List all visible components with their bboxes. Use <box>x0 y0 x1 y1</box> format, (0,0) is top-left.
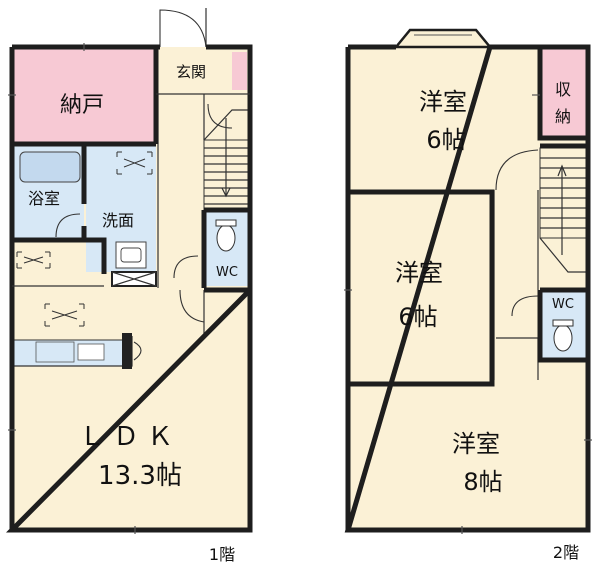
floor-2-title: 2階 <box>553 543 579 562</box>
washroom-label: 洗面 <box>102 211 134 230</box>
toilet-2f-label: WC <box>552 297 574 312</box>
room-top-label: 洋室 <box>419 88 467 116</box>
walls-1f <box>5 44 253 533</box>
window-marks-1f <box>8 43 136 534</box>
washbasin <box>115 241 147 269</box>
toilet-bowl-1f <box>216 224 236 252</box>
kitchen-sink <box>77 343 105 361</box>
room-mid-size: 6帖 <box>398 303 437 331</box>
toilet-bowl-2f <box>553 324 573 352</box>
floor-1-title: 1階 <box>209 545 235 564</box>
walls-2f <box>344 44 591 533</box>
fan-icon <box>16 151 153 327</box>
floor-2: 洋室 6帖 収 納 洋室 6帖 洋室 8帖 WC 2階 <box>344 28 592 562</box>
stairs-1f <box>203 109 249 211</box>
closet-label-2: 納 <box>555 107 571 126</box>
bay-window <box>393 28 493 49</box>
closet <box>540 49 586 138</box>
toilet-1f-label: WC <box>216 265 238 280</box>
entrance-door <box>159 9 207 48</box>
floor-1: 納戸 玄関 浴室 洗面 WC ＬＤＫ 13.3帖 1階 <box>5 8 253 564</box>
window-marks-2f <box>344 94 592 534</box>
ldk-label: ＬＤＫ <box>79 422 181 452</box>
entrance-shoe-storage <box>232 52 247 90</box>
room-bottom-label: 洋室 <box>452 430 500 458</box>
storage-room <box>14 49 154 142</box>
ldk-size: 13.3帖 <box>98 461 182 491</box>
closet-label-1: 収 <box>555 80 571 99</box>
room-bottom-size: 8帖 <box>463 468 502 496</box>
bath-label: 浴室 <box>28 189 60 208</box>
room-mid-label: 洋室 <box>395 259 443 287</box>
room-top-size: 6帖 <box>426 126 465 154</box>
bathtub <box>19 151 81 183</box>
storage-label: 納戸 <box>60 93 104 118</box>
entrance-label: 玄関 <box>176 63 206 81</box>
